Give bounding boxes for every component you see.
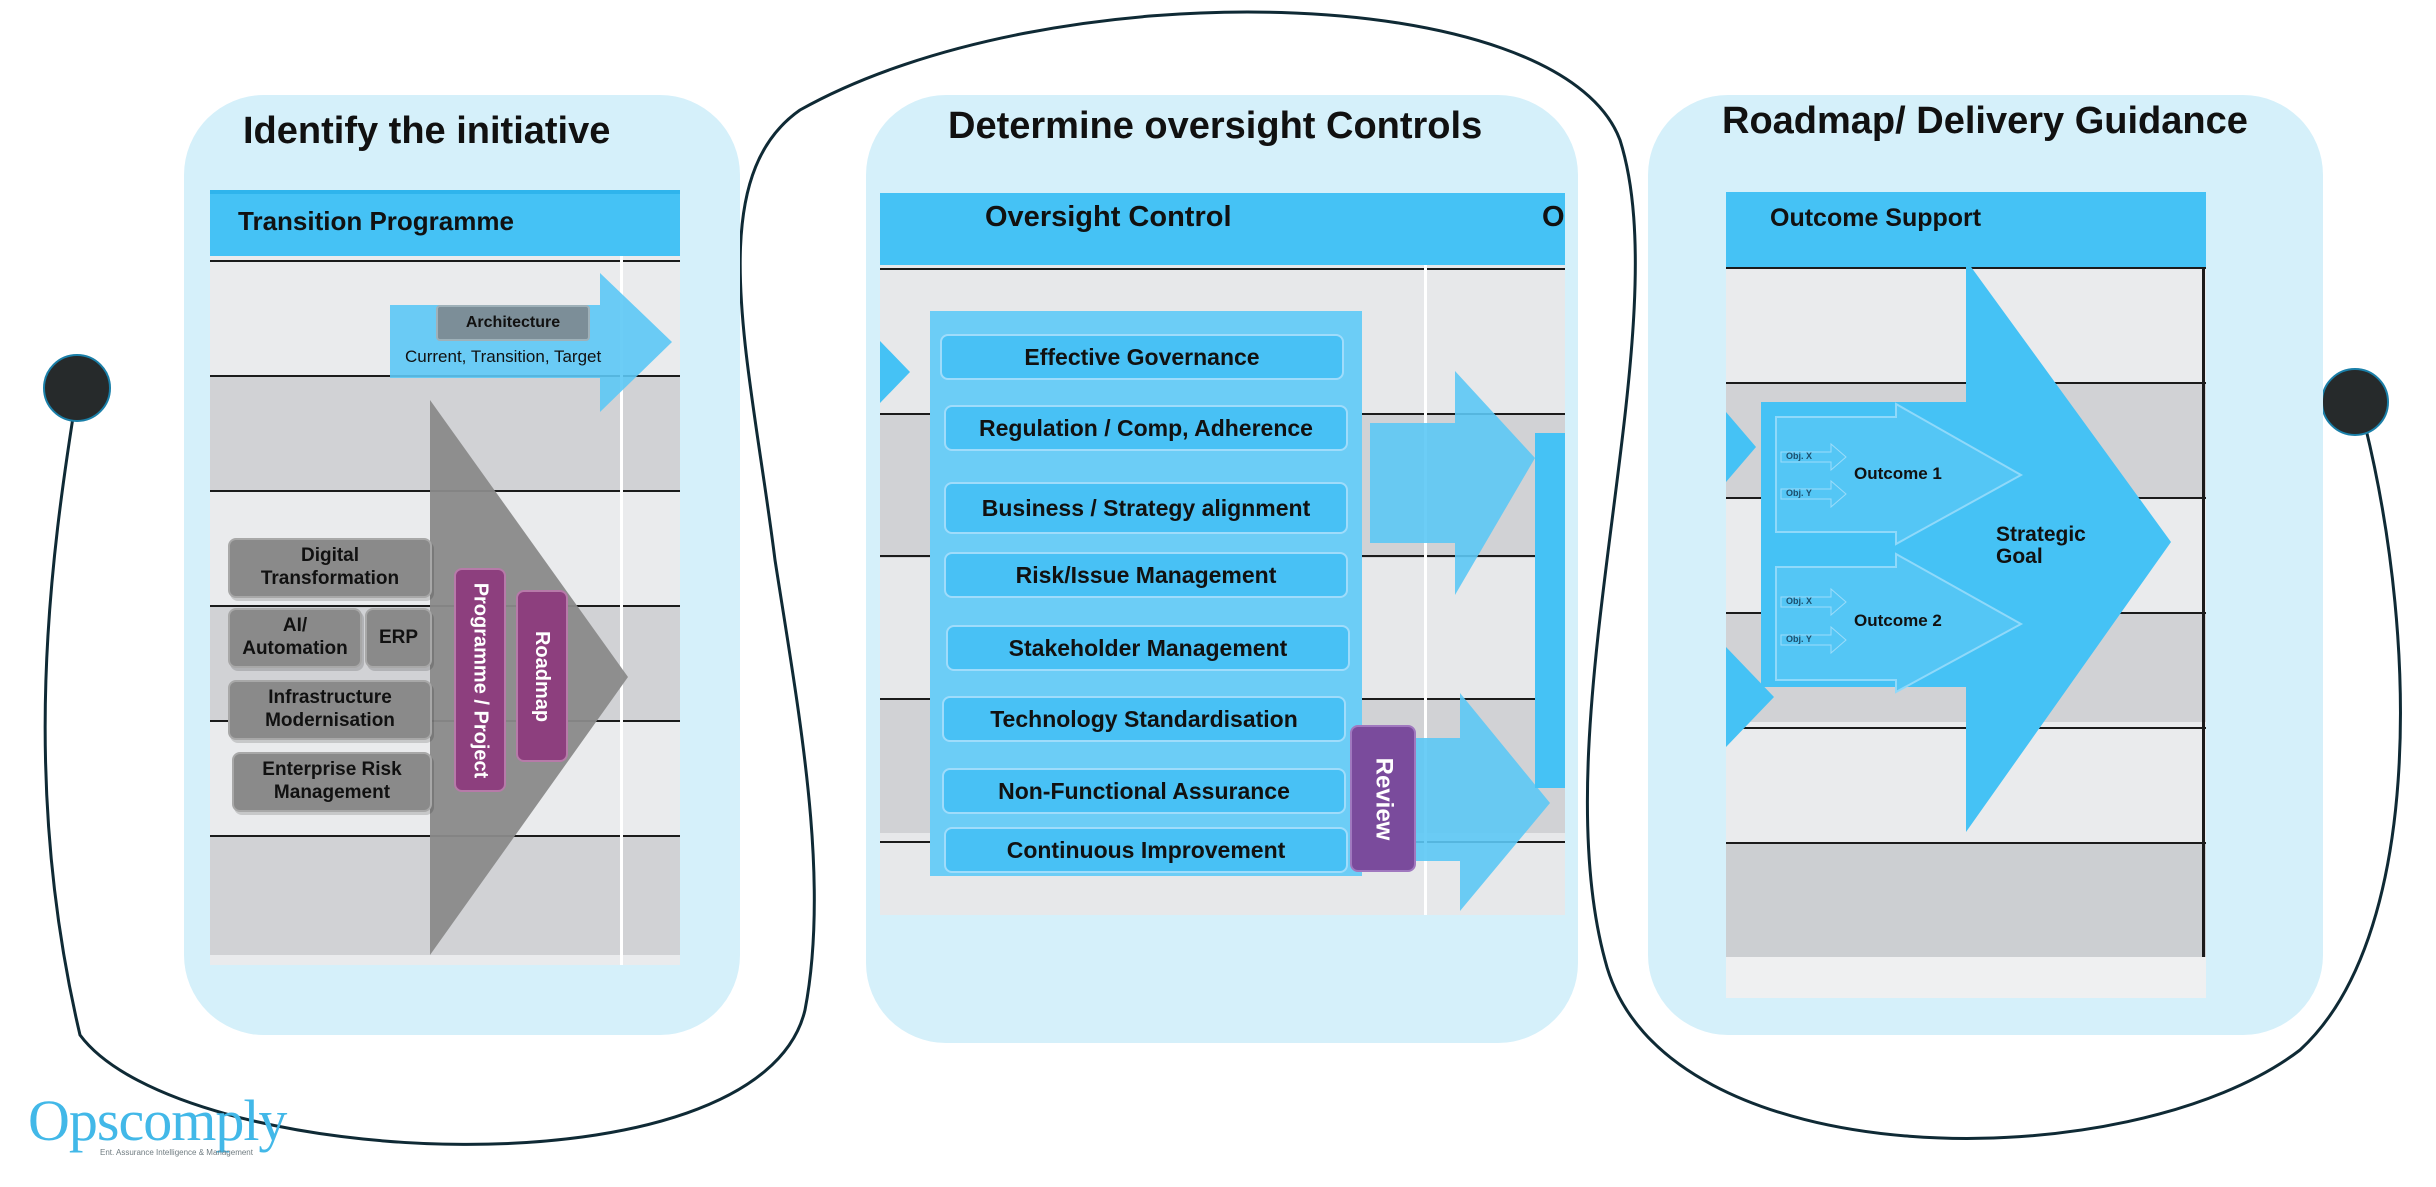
initiative-erp: ERP bbox=[365, 608, 432, 668]
control-risk-issue: Risk/Issue Management bbox=[944, 552, 1348, 598]
architecture-sub: Current, Transition, Target bbox=[405, 347, 602, 366]
obj-x-1: Obj. X bbox=[1786, 451, 1813, 461]
obj-y-2-arrow bbox=[1780, 625, 1847, 655]
panel-roadmap-title: Roadmap/ Delivery Guidance bbox=[1722, 100, 2248, 142]
obj-y-1: Obj. Y bbox=[1786, 488, 1812, 498]
roadmap-bar: Roadmap bbox=[516, 590, 568, 762]
control-non-functional: Non-Functional Assurance bbox=[942, 768, 1346, 814]
outcome1-arrow bbox=[1775, 402, 2024, 546]
roadmap-arrows bbox=[1726, 260, 2171, 832]
small-left-arrow bbox=[880, 341, 910, 403]
programme-project-bar: Programme / Project bbox=[454, 568, 506, 792]
left-loop-line bbox=[43, 10, 2402, 1146]
brand-tagline: Ent. Assurance Intelligence & Management bbox=[100, 1148, 253, 1157]
identify-sheet: Transition Programme Architecture Curren… bbox=[210, 190, 680, 965]
strategic-goal-label: Strategic Goal bbox=[1996, 523, 2086, 569]
obj-y-1-arrow bbox=[1780, 479, 1847, 509]
cut-blue-block bbox=[1535, 433, 1565, 788]
brand-logo: Opscomply bbox=[28, 1088, 287, 1153]
programme-project-label: Programme / Project bbox=[469, 582, 492, 778]
obj-x-2: Obj. X bbox=[1786, 596, 1813, 606]
start-dot bbox=[43, 354, 111, 422]
oversight-header-cut: O bbox=[1542, 201, 1565, 233]
control-business-strategy: Business / Strategy alignment bbox=[944, 482, 1348, 534]
obj-y-2: Obj. Y bbox=[1786, 634, 1812, 644]
initiative-ai-automation: AI/ Automation bbox=[228, 608, 362, 668]
upper-right-arrow bbox=[1370, 371, 1535, 595]
identify-header-label: Transition Programme bbox=[238, 206, 514, 236]
control-effective-governance: Effective Governance bbox=[940, 334, 1344, 380]
panel-oversight-title: Determine oversight Controls bbox=[948, 105, 1483, 147]
lower-right-arrow bbox=[1400, 693, 1550, 911]
left-stub-arrow-top bbox=[1726, 412, 1756, 482]
review-label: Review bbox=[1370, 757, 1397, 840]
oversight-header-label: Oversight Control bbox=[985, 201, 1232, 233]
strategic-goal-arrow bbox=[1761, 260, 2171, 832]
oversight-arrows bbox=[880, 341, 1565, 911]
roadmap-header: Outcome Support bbox=[1726, 192, 2206, 267]
oversight-header: Oversight Control O bbox=[880, 193, 1565, 265]
initiative-enterprise-risk: Enterprise Risk Management bbox=[232, 752, 432, 812]
initiative-infrastructure: Infrastructure Modernisation bbox=[228, 680, 432, 740]
architecture-arrow bbox=[390, 273, 672, 412]
obj-x-2-arrow bbox=[1780, 587, 1847, 617]
outcome2-arrow bbox=[1775, 552, 2024, 694]
architecture-label: Architecture bbox=[465, 314, 561, 331]
roadmap-label: Roadmap bbox=[531, 630, 554, 722]
control-continuous-improvement: Continuous Improvement bbox=[944, 827, 1348, 873]
end-dot bbox=[2321, 368, 2389, 436]
outcome1-label: Outcome 1 bbox=[1854, 464, 1942, 483]
architecture-label-box: Architecture bbox=[436, 305, 590, 341]
left-stub-arrow-bottom bbox=[1726, 647, 1774, 747]
control-stakeholder: Stakeholder Management bbox=[946, 625, 1350, 671]
obj-x-1-arrow bbox=[1780, 442, 1847, 472]
control-technology: Technology Standardisation bbox=[942, 696, 1346, 742]
panel-identify-title: Identify the initiative bbox=[243, 110, 611, 152]
initiative-digital-transformation: Digital Transformation bbox=[228, 538, 432, 598]
roadmap-header-label: Outcome Support bbox=[1770, 204, 1982, 232]
review-bar: Review bbox=[1350, 725, 1416, 872]
control-regulation: Regulation / Comp, Adherence bbox=[944, 405, 1348, 451]
roadmap-sheet: Outcome Support Obj. X Obj. Y Obj. X Obj… bbox=[1726, 192, 2206, 998]
identify-header: Transition Programme bbox=[210, 190, 680, 256]
outcome2-label: Outcome 2 bbox=[1854, 611, 1942, 630]
